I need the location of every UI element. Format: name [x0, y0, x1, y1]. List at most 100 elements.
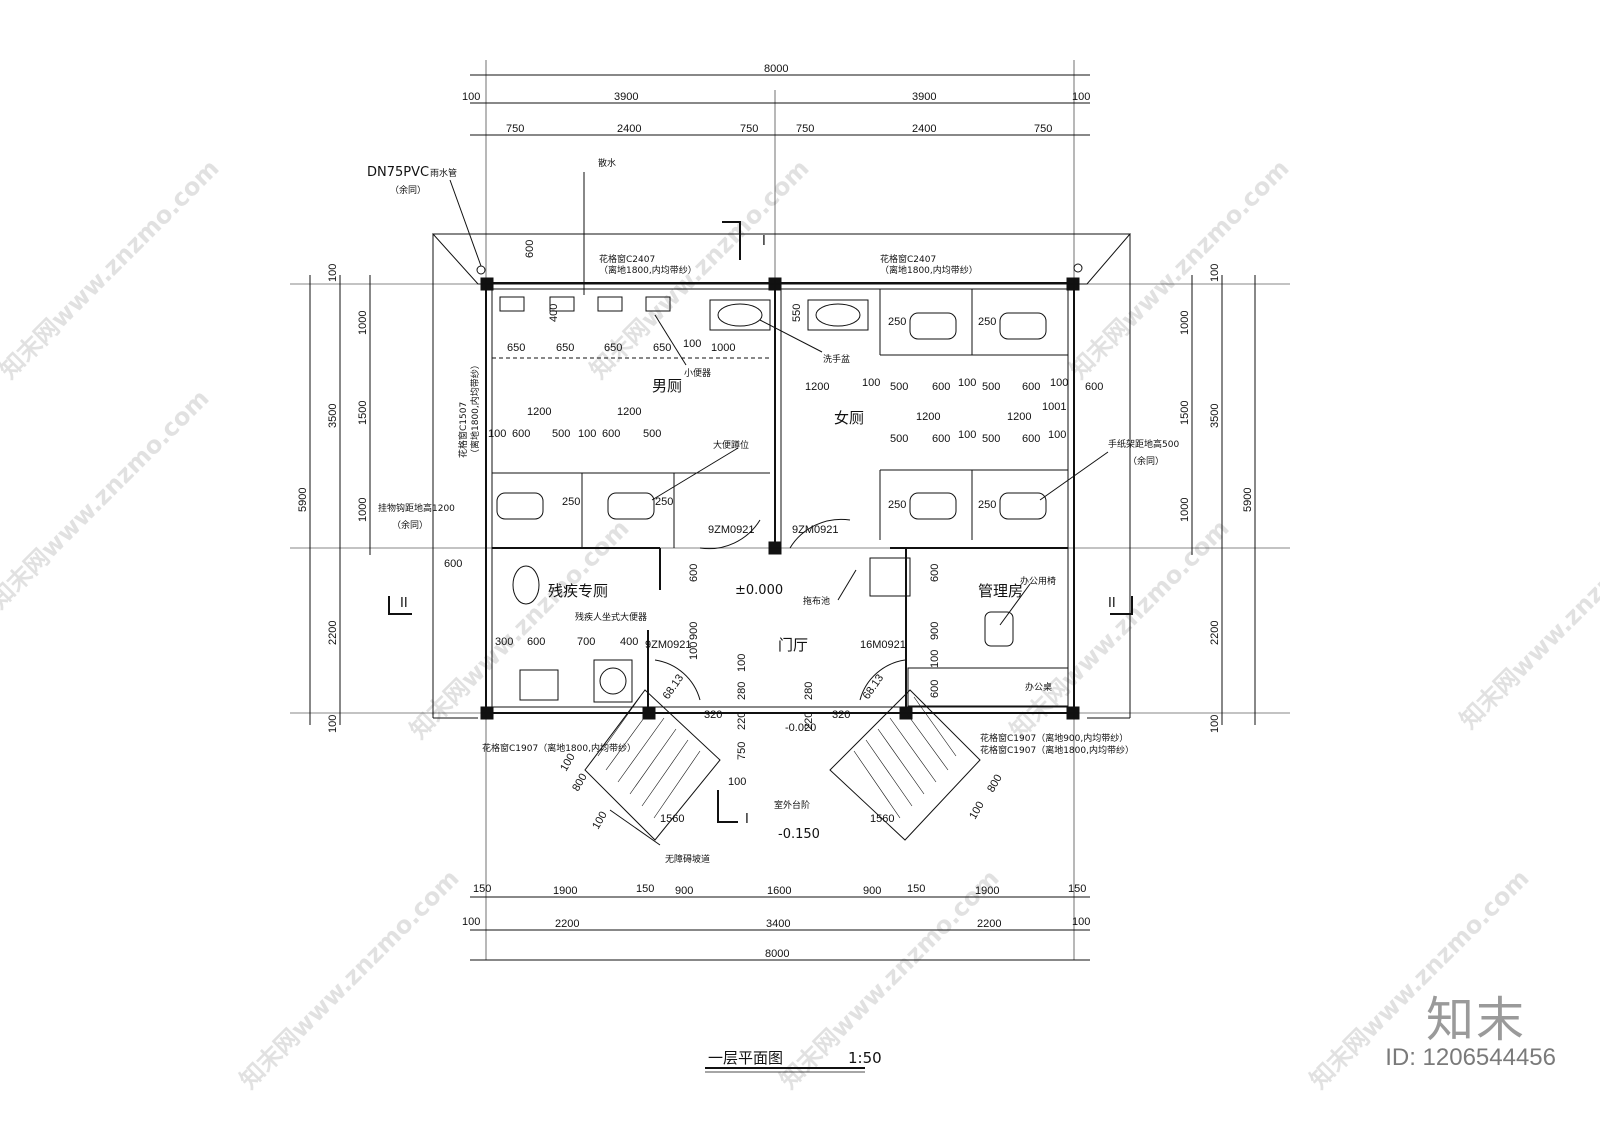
- washbasin-bowl: [717, 303, 763, 327]
- door-swing: [654, 659, 701, 701]
- dim-text: 68.13: [861, 672, 887, 701]
- dim-text: 750: [736, 742, 748, 760]
- dim-text: 250: [978, 316, 996, 328]
- watermark: 知末网www.znzmo.com: [0, 154, 225, 384]
- squat-toilet: [909, 312, 957, 340]
- dim-text: 100: [1209, 264, 1221, 282]
- dim-text: 100: [958, 429, 976, 441]
- dim-text: 600: [444, 558, 462, 570]
- dim-text: 1900: [975, 885, 999, 897]
- watermark-layer: 知末网www.znzmo.com 知末网www.znzmo.com 知末网www…: [0, 154, 1600, 1094]
- level-mark: ±0.000: [735, 583, 783, 598]
- ramp-hatch: [597, 696, 957, 819]
- squat-toilet: [909, 492, 957, 520]
- window-label: 花格窗C1907（离地1800,内均带纱）: [980, 744, 1134, 756]
- accessible-toilet-label: 残疾人坐式大便器: [575, 611, 647, 623]
- dim-text: 500: [890, 433, 908, 445]
- dim-text: 600: [1085, 381, 1103, 393]
- dim-text: 100: [488, 428, 506, 440]
- image-id: ID: 1206544456: [1385, 1044, 1556, 1071]
- dim-text: 600: [929, 680, 941, 698]
- section-label: I: [762, 234, 766, 249]
- dim-text: 100: [862, 377, 880, 389]
- door-code: 9ZM0921: [792, 524, 838, 536]
- drawing-title: 一层平面图: [708, 1049, 783, 1067]
- dim-text: 800: [985, 773, 1005, 795]
- downpipe-sub: 雨水管: [430, 167, 457, 179]
- dim-text: 280: [803, 682, 815, 700]
- dim-text: 600: [1022, 433, 1040, 445]
- dim-text: 550: [791, 304, 803, 322]
- dim-text: 100: [1209, 715, 1221, 733]
- dim-text: 1500: [1179, 401, 1191, 425]
- dim-text: 650: [653, 342, 671, 354]
- dim-text: 600: [602, 428, 620, 440]
- door-code: 9ZM0921: [645, 639, 691, 651]
- office-chair: [984, 611, 1014, 647]
- dim-text: 900: [675, 885, 693, 897]
- dim-text: 2200: [327, 621, 339, 645]
- dim-text: 600: [512, 428, 530, 440]
- dim-text: 150: [636, 883, 654, 895]
- downpipe: [1073, 263, 1083, 273]
- dim-text: 220: [803, 712, 815, 730]
- dim-text: 3400: [766, 918, 790, 930]
- dim-text: 650: [507, 342, 525, 354]
- dim-text: 150: [1068, 883, 1086, 895]
- mop-sink: [869, 557, 911, 597]
- dim-text: 900: [863, 885, 881, 897]
- washbasin: [807, 299, 869, 331]
- room-hall: 门厅: [778, 636, 808, 654]
- roof-outline: [431, 233, 1132, 285]
- room-accessible: 残疾专厕: [548, 582, 608, 600]
- dim-text: 320: [832, 709, 850, 721]
- level-mark: -0.020: [785, 722, 816, 734]
- squat-toilet: [999, 312, 1047, 340]
- room-manager: 管理房: [978, 582, 1023, 600]
- dim-text: 1900: [553, 885, 577, 897]
- dim-text: 600: [688, 564, 700, 582]
- chair-label: 办公用椅: [1020, 575, 1056, 587]
- section-marker-bottom: [717, 790, 738, 823]
- downpipe-label: DN75PVC: [367, 165, 429, 180]
- dim-text: 100: [728, 776, 746, 788]
- dim-text: 1200: [805, 381, 829, 393]
- dim-text: 750: [740, 123, 758, 135]
- dim-text: 100: [736, 654, 748, 672]
- dim-text: 1000: [357, 498, 369, 522]
- dim-text: 100: [578, 428, 596, 440]
- dim-text: 500: [552, 428, 570, 440]
- drawing-scale: 1:50: [848, 1049, 882, 1067]
- window-note: （离地1800,内均带纱）: [469, 360, 481, 458]
- dim-text: 2400: [617, 123, 641, 135]
- paper-holder-label: 手纸架距地高500: [1108, 438, 1179, 450]
- dim-text: 100: [558, 752, 578, 774]
- dim-text: 3500: [1209, 404, 1221, 428]
- urinal: [549, 296, 575, 312]
- mop-sink-label: 拖布池: [803, 595, 830, 607]
- dim-text: 1600: [767, 885, 791, 897]
- level-mark: -0.150: [778, 827, 820, 842]
- room-men: 男厕: [652, 377, 682, 395]
- urinal: [499, 296, 525, 312]
- door-swing: [789, 518, 851, 549]
- dim-text: 800: [570, 772, 590, 794]
- section-label: II: [1108, 596, 1116, 611]
- dim-text: 100: [462, 916, 480, 928]
- dim-text: 280: [736, 682, 748, 700]
- dim-text: 250: [978, 499, 996, 511]
- dim-text: 900: [688, 622, 700, 640]
- watermark: 知末网www.znzmo.com: [1064, 154, 1294, 384]
- dim-text: 750: [506, 123, 524, 135]
- top-dimensions: 8000 100 100 3900 3900 750 2400 750 750 …: [462, 63, 1090, 135]
- urinal: [597, 296, 623, 312]
- dim-text: 600: [527, 636, 545, 648]
- dim-text: 220: [736, 712, 748, 730]
- dim-text: 600: [932, 433, 950, 445]
- downpipe: [476, 265, 486, 275]
- ramp-label: 无障碍坡道: [665, 853, 710, 865]
- dim-text: 650: [556, 342, 574, 354]
- dim-text: 5900: [1242, 488, 1254, 512]
- dim-text: 600: [932, 381, 950, 393]
- bottom-dimensions: 150 1900 150 900 1600 900 150 1900 150 1…: [462, 883, 1090, 960]
